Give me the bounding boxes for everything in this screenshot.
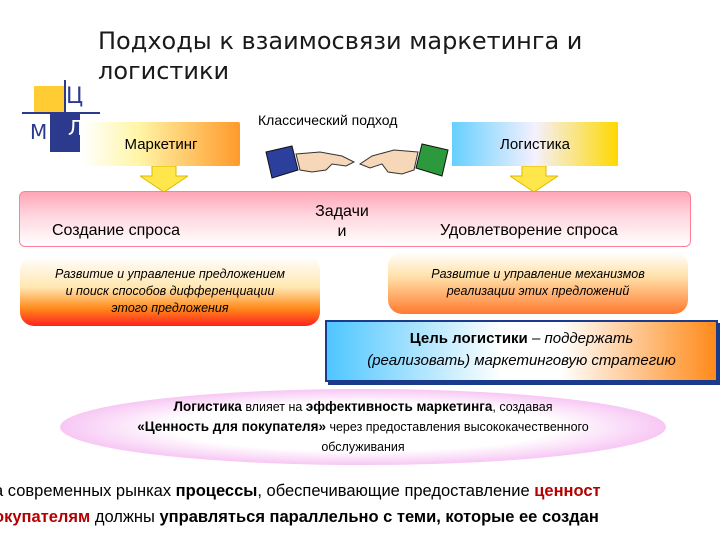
goal-line2: (реализовать) маркетинговую стратегию xyxy=(367,352,676,369)
logo-letter-left: М xyxy=(30,120,48,144)
demand-creation-label: Создание спроса xyxy=(52,222,180,239)
ellipse-text1: влияет на xyxy=(241,400,306,414)
logo-vertical-line xyxy=(64,80,66,150)
ellipse-line2: «Ценность для покупателя» через предоста… xyxy=(60,417,666,437)
logo-yellow-square xyxy=(34,86,64,112)
mechanism-line1: Развитие и управление механизмов xyxy=(431,267,645,281)
logistics-label: Логистика xyxy=(499,135,571,153)
tasks-label-line2: и xyxy=(337,223,347,240)
bottom-line-1: а современных рынках процессы, обеспечив… xyxy=(0,482,601,501)
ellipse-text2: , создавая xyxy=(492,400,553,414)
classic-approach-label: Классический подход xyxy=(258,112,398,128)
supply-development-box: Развитие и управление предложением и пои… xyxy=(20,256,320,326)
goal-line1: Цель логистики – поддержать xyxy=(327,328,716,350)
mechanism-line2: реализации этих предложений xyxy=(446,284,630,298)
logo-letter-right: Л xyxy=(68,116,84,140)
tasks-label-line1: Задачи xyxy=(315,203,369,220)
tasks-label: Задачи и xyxy=(312,202,372,242)
logo-letter-top: Ц xyxy=(66,84,84,109)
ellipse-efficiency: эффективность маркетинга xyxy=(305,399,493,414)
bottom-text-2a: окупателям xyxy=(0,508,91,526)
ellipse-customer-value: «Ценность для покупателя» xyxy=(137,419,326,434)
logistics-box: Логистика xyxy=(452,122,618,166)
bottom-text-1b: процессы xyxy=(175,482,258,500)
bottom-text-2b: должны xyxy=(90,508,160,526)
bottom-text-1a: а современных рынках xyxy=(0,482,176,500)
bottom-text-1d: ценност xyxy=(534,482,601,500)
ellipse-text3: через предоставления высококачественного xyxy=(326,420,589,434)
marketing-box: Маркетинг xyxy=(82,122,240,166)
supply-line1: Развитие и управление предложением xyxy=(55,266,285,281)
mechanism-development-box: Развитие и управление механизмов реализа… xyxy=(388,252,688,314)
tasks-band xyxy=(19,191,691,247)
ellipse-logistics: Логистика xyxy=(173,399,242,414)
bottom-line-2: окупателям должны управляться параллельн… xyxy=(0,508,599,527)
logistics-goal-box: Цель логистики – поддержать (реализовать… xyxy=(325,320,718,382)
arrow-down-right xyxy=(510,166,558,192)
customer-value-ellipse: Логистика влияет на эффективность маркет… xyxy=(60,389,666,465)
page-title: Подходы к взаимосвязи маркетинга и логис… xyxy=(98,27,583,85)
bottom-text-2c: управляться параллельно с теми, которые … xyxy=(159,508,599,526)
bottom-text-1c: , обеспечивающие предоставление xyxy=(257,482,535,500)
handshake-icon xyxy=(265,143,449,179)
demand-satisfaction-label: Удовлетворение спроса xyxy=(440,222,618,239)
logo-horizontal-line xyxy=(22,112,100,114)
arrow-down-left xyxy=(140,166,188,192)
goal-bold: Цель логистики xyxy=(409,330,528,347)
ellipse-line1: Логистика влияет на эффективность маркет… xyxy=(60,397,666,417)
logo: Ц М Л xyxy=(0,0,110,160)
supply-line2: и поиск способов дифференциации xyxy=(65,283,275,298)
ellipse-line3: обслуживания xyxy=(321,440,405,454)
marketing-label: Маркетинг xyxy=(124,135,198,153)
supply-line3: этого предложения xyxy=(111,300,229,315)
goal-rest: – поддержать xyxy=(527,330,634,347)
